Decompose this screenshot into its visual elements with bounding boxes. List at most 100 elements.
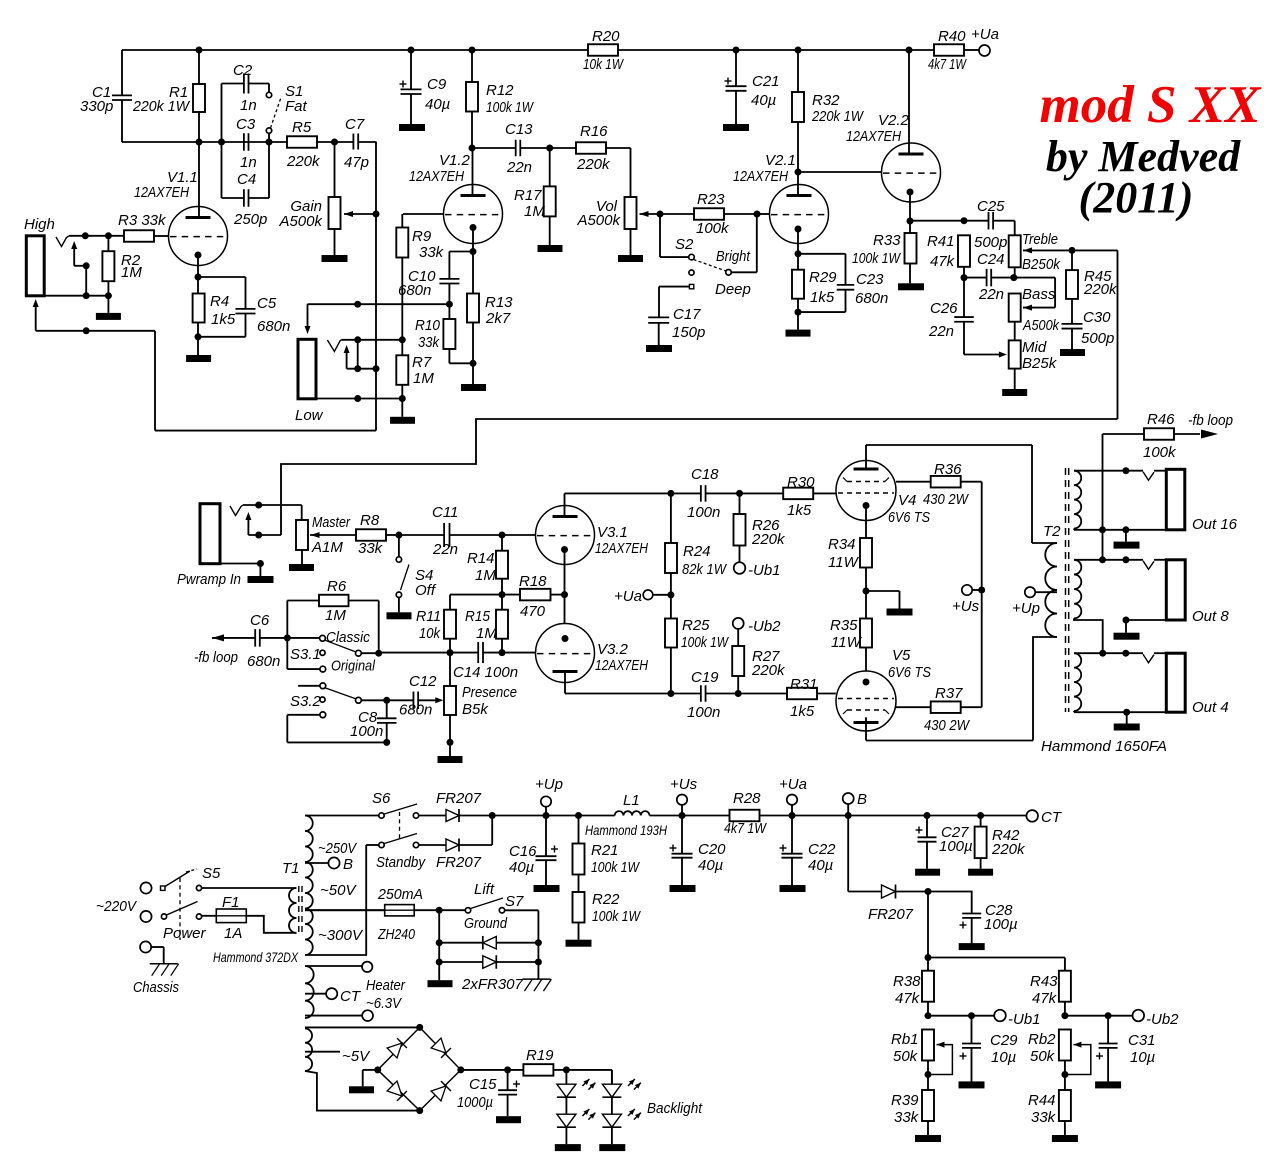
svg-text:S3.2: S3.2 [290,693,322,710]
svg-text:C4: C4 [237,171,256,188]
svg-text:680n: 680n [855,290,888,307]
svg-text:Hammond 372DX: Hammond 372DX [213,949,299,965]
svg-text:~5V: ~5V [342,1048,371,1065]
svg-text:L1: L1 [623,792,640,809]
svg-text:+Ua: +Ua [971,26,999,43]
svg-text:R33: R33 [873,232,901,249]
svg-text:R31: R31 [790,676,818,693]
svg-text:mod S XX: mod S XX [1040,76,1263,134]
svg-text:Heater: Heater [366,977,406,994]
svg-text:R41: R41 [927,233,955,250]
svg-text:Backlight: Backlight [647,1100,703,1117]
svg-text:33k: 33k [894,1109,920,1126]
svg-text:R39: R39 [891,1092,919,1109]
svg-text:+Us: +Us [670,776,698,793]
svg-text:12AX7EH: 12AX7EH [134,184,189,201]
svg-text:C23: C23 [856,271,884,288]
svg-text:~300V: ~300V [318,927,364,944]
svg-text:Rb1: Rb1 [891,1031,919,1048]
svg-text:-Ub1: -Ub1 [748,562,781,579]
svg-text:40µ: 40µ [751,92,776,109]
svg-text:100k 1W: 100k 1W [591,859,640,876]
svg-text:V3.1: V3.1 [597,524,628,541]
svg-text:470: 470 [520,603,546,620]
svg-text:Bright: Bright [716,248,751,265]
svg-text:R38: R38 [893,973,921,990]
svg-text:C8: C8 [358,709,378,726]
svg-text:Lift: Lift [474,881,495,898]
svg-text:R14: R14 [467,550,495,567]
svg-text:100µ: 100µ [984,916,1018,933]
svg-text:B: B [857,791,867,808]
svg-text:-Ub2: -Ub2 [748,618,781,635]
svg-text:33k: 33k [358,540,384,557]
svg-text:150p: 150p [672,324,705,341]
svg-text:S2: S2 [675,236,694,253]
svg-text:Mid: Mid [1022,339,1047,356]
svg-text:ZH240: ZH240 [377,926,415,943]
svg-text:1000µ: 1000µ [457,1094,493,1111]
svg-text:C6: C6 [250,612,270,629]
svg-text:Bass: Bass [1022,286,1056,303]
svg-text:1k5: 1k5 [787,502,812,519]
svg-text:100n: 100n [350,723,383,740]
svg-text:C7: C7 [345,116,365,133]
svg-text:+Up: +Up [1012,600,1040,617]
svg-text:C31: C31 [1128,1032,1156,1049]
svg-text:V4: V4 [898,492,916,509]
svg-text:R12: R12 [486,82,514,99]
svg-text:R22: R22 [592,891,620,908]
svg-text:2k7: 2k7 [485,310,511,327]
svg-text:R1: R1 [169,84,188,101]
svg-text:Original: Original [331,658,376,675]
svg-text:C24: C24 [977,251,1005,268]
svg-text:R32: R32 [812,92,840,109]
svg-text:10k 1W: 10k 1W [583,56,624,73]
svg-text:22n: 22n [928,323,954,340]
svg-text:C25: C25 [977,198,1005,215]
svg-text:10k: 10k [419,625,441,642]
svg-text:22n: 22n [978,286,1004,303]
svg-text:220k: 220k [1083,281,1118,298]
svg-text:Deep: Deep [715,281,751,298]
svg-text:-fb loop: -fb loop [194,649,238,666]
svg-text:-Ub1: -Ub1 [1008,1011,1041,1028]
svg-text:C3: C3 [236,116,256,133]
svg-text:47p: 47p [344,154,369,171]
svg-text:C5: C5 [257,295,277,312]
svg-text:Presence: Presence [462,684,517,701]
svg-text:+Up: +Up [535,776,563,793]
svg-text:12AX7EH: 12AX7EH [595,657,648,674]
svg-text:Rb2: Rb2 [1028,1031,1056,1048]
svg-text:Ground: Ground [464,915,508,932]
svg-text:+Ua: +Ua [779,776,807,793]
svg-text:Treble: Treble [1022,231,1058,248]
svg-text:C21: C21 [752,73,780,90]
svg-text:47k: 47k [1032,990,1058,1007]
svg-text:V3.2: V3.2 [597,641,629,658]
svg-text:R11: R11 [416,608,441,625]
svg-text:C17: C17 [673,306,701,323]
svg-text:R10: R10 [415,317,441,334]
svg-text:430 2W: 430 2W [923,491,970,508]
svg-text:R23: R23 [697,191,725,208]
svg-text:+Ua: +Ua [614,588,642,605]
svg-text:Master: Master [312,514,351,531]
svg-text:Pwramp In: Pwramp In [177,571,241,588]
svg-text:R17: R17 [514,187,542,204]
svg-text:S4: S4 [415,567,433,584]
svg-text:100n: 100n [687,704,720,721]
svg-text:1M: 1M [413,370,434,387]
svg-text:1M: 1M [524,203,545,220]
svg-text:Off: Off [415,582,437,599]
svg-text:12AX7EH: 12AX7EH [409,168,464,185]
svg-text:C19: C19 [691,669,719,686]
svg-text:T2: T2 [1043,523,1061,540]
svg-text:220k: 220k [751,531,786,548]
svg-text:50k: 50k [1030,1048,1056,1065]
svg-text:C20: C20 [698,841,726,858]
svg-text:1M: 1M [475,567,496,584]
svg-text:R8: R8 [360,512,380,529]
svg-text:~50V: ~50V [320,882,357,899]
svg-text:C16: C16 [509,843,537,860]
